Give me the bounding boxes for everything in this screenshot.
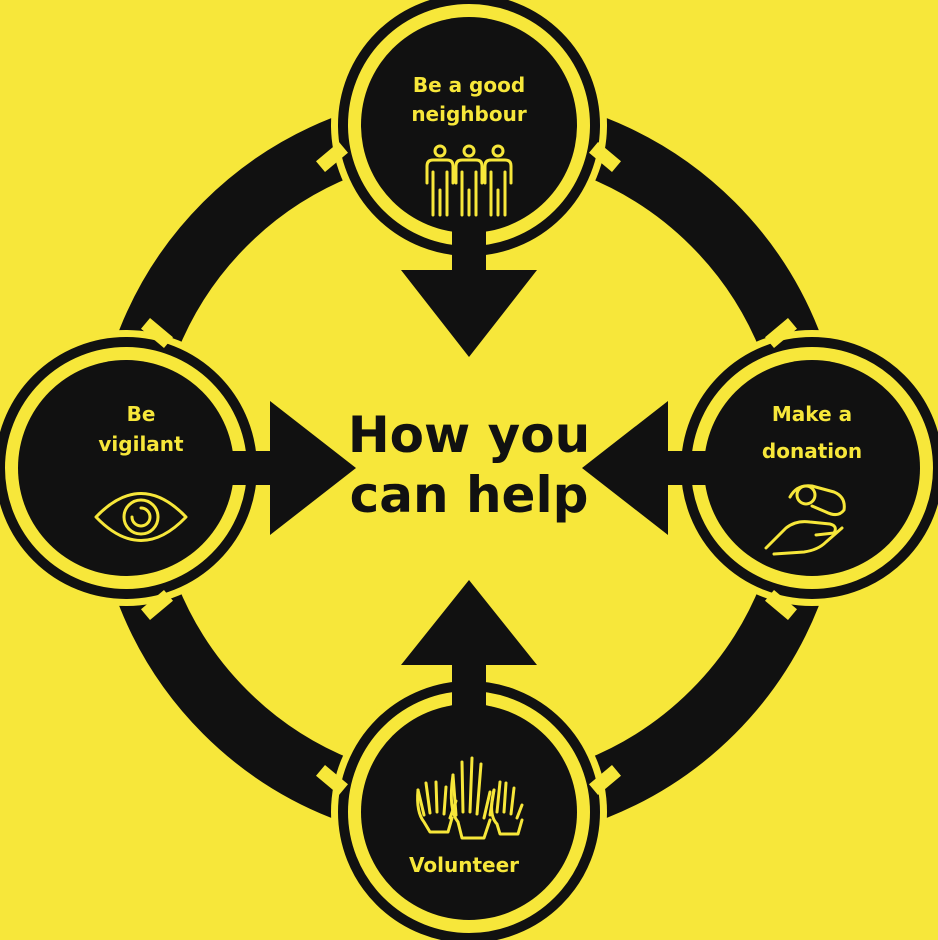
center-title-line2: can help [350, 466, 589, 524]
arrow-left-right [200, 401, 356, 535]
arrows [200, 200, 738, 740]
node-top-label-line2: neighbour [411, 102, 527, 126]
ring-breaks [141, 141, 797, 796]
arrow-top-down [401, 200, 537, 357]
node-top-label-line1: Be a good [413, 73, 525, 97]
arrow-right-left [582, 401, 738, 535]
node-bottom-label: Volunteer [409, 853, 519, 877]
raised-hands-icon [416, 756, 524, 840]
node-right [704, 360, 920, 576]
node-left-label-line2: vigilant [98, 432, 184, 456]
center-title-line1: How you [348, 406, 590, 464]
eye-icon [94, 492, 188, 542]
node-right-label-line2: donation [762, 439, 862, 463]
giving-hand-icon [764, 484, 846, 556]
arrow-bottom-up [401, 580, 537, 740]
node-top [361, 17, 577, 233]
node-right-label-line1: Make a [772, 402, 852, 426]
people-group-icon [425, 144, 513, 217]
node-left-label-line1: Be [127, 402, 156, 426]
